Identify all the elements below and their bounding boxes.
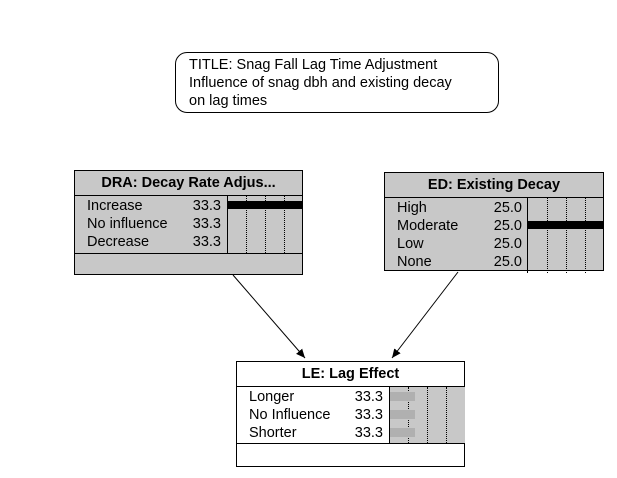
node-dra[interactable]: DRA: Decay Rate Adjus... Increase 33.3 N… bbox=[74, 170, 303, 275]
state-row[interactable]: Moderate 25.0 bbox=[385, 217, 603, 235]
belief-bar-area bbox=[227, 196, 303, 253]
belief-bar-area bbox=[389, 387, 465, 443]
state-value: 25.0 bbox=[493, 218, 522, 234]
state-label: No influence bbox=[87, 216, 168, 232]
node-title: LE: Lag Effect bbox=[237, 362, 464, 387]
state-value: 33.3 bbox=[354, 407, 383, 423]
gridline bbox=[585, 198, 586, 273]
gridline bbox=[547, 198, 548, 273]
state-label: High bbox=[397, 200, 427, 216]
state-label: Low bbox=[397, 236, 424, 252]
state-value: 33.3 bbox=[192, 216, 221, 232]
state-value: 33.3 bbox=[192, 234, 221, 250]
node-le[interactable]: LE: Lag Effect Longer 33.3 No Influence … bbox=[236, 361, 465, 467]
node-states: Longer 33.3 No Influence 33.3 Shorter 33… bbox=[237, 387, 465, 444]
belief-bar bbox=[228, 201, 303, 209]
state-row[interactable]: Longer 33.3 bbox=[237, 388, 464, 406]
gridline bbox=[566, 198, 567, 273]
edge-ed-to-le bbox=[391, 271, 459, 359]
state-label: None bbox=[397, 254, 432, 270]
belief-bar bbox=[528, 221, 604, 229]
gridline bbox=[265, 196, 266, 253]
state-row[interactable]: No influence 33.3 bbox=[75, 215, 302, 233]
edge-dra-to-le bbox=[232, 274, 306, 359]
state-row[interactable]: High 25.0 bbox=[385, 199, 603, 217]
state-label: Shorter bbox=[249, 425, 297, 441]
state-label: Longer bbox=[249, 389, 295, 405]
state-value: 33.3 bbox=[354, 389, 383, 405]
belief-bar bbox=[390, 392, 415, 401]
state-value: 33.3 bbox=[192, 198, 221, 214]
node-ed[interactable]: ED: Existing Decay High 25.0 Moderate 25… bbox=[384, 172, 604, 273]
state-row[interactable]: Decrease 33.3 bbox=[75, 233, 302, 251]
state-value: 25.0 bbox=[493, 200, 522, 216]
gridline bbox=[246, 196, 247, 253]
node-states: High 25.0 Moderate 25.0 Low 25.0 None 25… bbox=[385, 198, 604, 273]
state-row[interactable]: Increase 33.3 bbox=[75, 197, 302, 215]
state-value: 25.0 bbox=[493, 254, 522, 270]
title-note: TITLE: Snag Fall Lag Time Adjustment Inf… bbox=[175, 52, 499, 113]
state-row[interactable]: Shorter 33.3 bbox=[237, 424, 464, 442]
node-title: DRA: Decay Rate Adjus... bbox=[75, 171, 302, 196]
state-row[interactable]: No Influence 33.3 bbox=[237, 406, 464, 424]
state-row[interactable]: None 25.0 bbox=[385, 253, 603, 271]
state-label: Decrease bbox=[87, 234, 150, 250]
gridline bbox=[284, 196, 285, 253]
note-line: on lag times bbox=[189, 93, 268, 109]
node-states: Increase 33.3 No influence 33.3 Decrease… bbox=[75, 196, 303, 254]
belief-bar bbox=[390, 410, 415, 419]
state-value: 33.3 bbox=[354, 425, 383, 441]
node-title: ED: Existing Decay bbox=[385, 173, 603, 198]
state-value: 25.0 bbox=[493, 236, 522, 252]
note-line: TITLE: Snag Fall Lag Time Adjustment bbox=[189, 57, 438, 73]
gridline bbox=[427, 387, 428, 443]
note-line: Influence of snag dbh and existing decay bbox=[189, 75, 452, 91]
state-label: No Influence bbox=[249, 407, 331, 423]
state-label: Moderate bbox=[397, 218, 459, 234]
state-label: Increase bbox=[87, 198, 143, 214]
belief-bar-area bbox=[527, 198, 604, 273]
belief-bar bbox=[390, 428, 415, 437]
gridline bbox=[446, 387, 447, 443]
state-row[interactable]: Low 25.0 bbox=[385, 235, 603, 253]
